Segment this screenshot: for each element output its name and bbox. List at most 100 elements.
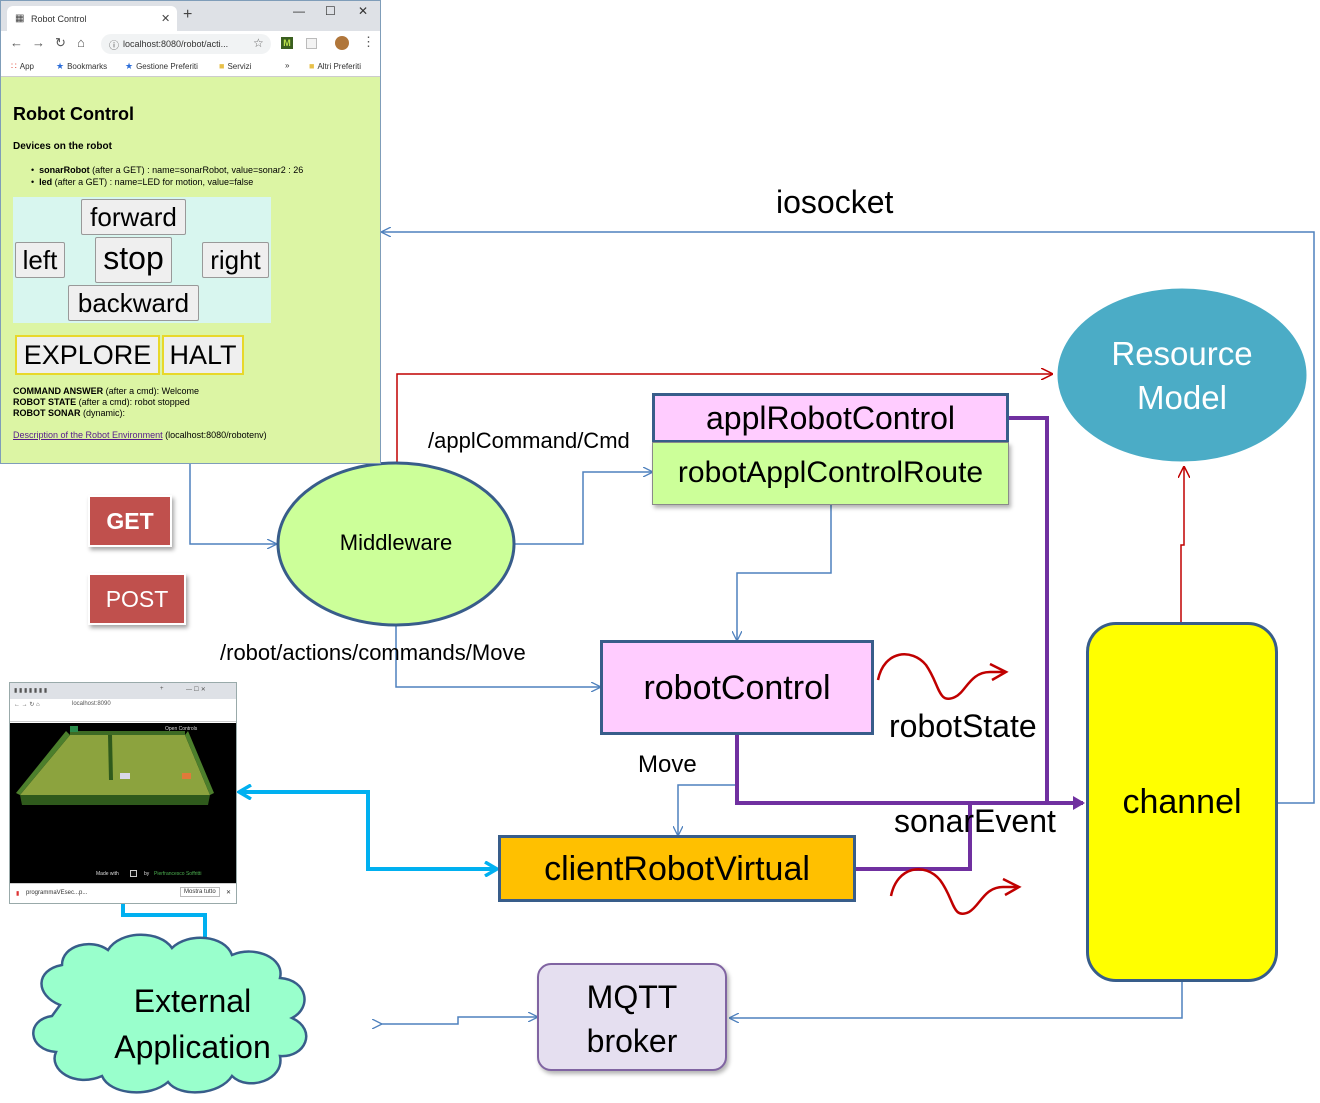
virtual-to-client-connector <box>240 792 496 869</box>
devices-title: Devices on the robot <box>13 141 112 152</box>
virtual-tab-bar: ▮ ▮ ▮ ▮ ▮ ▮ ▮ + — ☐ ✕ <box>10 683 236 699</box>
reload-icon[interactable]: ↻ <box>55 35 66 50</box>
tab-title: Robot Control <box>31 14 87 24</box>
home-icon[interactable]: ⌂ <box>77 35 85 50</box>
menu-icon[interactable]: ⋮ <box>362 34 375 49</box>
bookmark-servizi[interactable]: ■Servizi <box>219 61 252 71</box>
browser-tab[interactable]: ▦ Robot Control ✕ <box>7 6 177 31</box>
new-tab-icon[interactable]: + <box>183 6 193 23</box>
environment-link[interactable]: Description of the Robot Environment <box>13 430 163 440</box>
by-label: by <box>144 871 150 877</box>
iosocket-connector <box>382 232 1315 804</box>
star-icon: ★ <box>125 61 134 71</box>
open-controls-label[interactable]: Open Controls <box>165 726 198 732</box>
forward-button[interactable]: forward <box>81 199 186 235</box>
bookmarks-overflow[interactable]: » <box>285 61 290 70</box>
appl-to-channel-connector <box>1009 416 1049 803</box>
middleware-to-appl-connector <box>514 472 652 545</box>
star-icon: ★ <box>56 61 65 71</box>
halt-button[interactable]: HALT <box>162 335 244 375</box>
robotstate-squiggle-icon <box>876 653 1009 700</box>
sonar-event-label: sonarEvent <box>894 803 1056 839</box>
address-bar[interactable]: ⓘ localhost:8080/robot/acti... ☆ <box>101 34 271 54</box>
robotcontrol-to-channel-connector <box>735 735 1085 810</box>
browser-tab-bar: ▦ Robot Control ✕ + — ☐ ✕ <box>1 1 380 31</box>
left-button[interactable]: left <box>15 242 65 278</box>
appl-command-route-label: /applCommand/Cmd <box>428 428 630 453</box>
browser-nav-bar: ← → ↻ ⌂ ⓘ localhost:8080/robot/acti... ☆… <box>1 31 380 57</box>
browser-to-middleware-connector <box>189 464 276 544</box>
virtual-tabs-icon[interactable]: ▮ ▮ ▮ ▮ ▮ ▮ ▮ <box>14 688 48 694</box>
get-badge: GET <box>88 495 172 547</box>
middleware-to-resource-connector <box>396 374 1052 464</box>
virtual-window-controls-icon[interactable]: — ☐ ✕ <box>186 687 206 693</box>
route-to-robotcontrol-connector <box>737 505 832 640</box>
show-all-button[interactable]: Mostra tutto <box>180 887 220 897</box>
channel-to-mqtt-connector <box>730 982 1183 1018</box>
external-mqtt-connector <box>381 1017 537 1024</box>
bookmark-altri[interactable]: ■Altri Preferiti <box>309 61 361 71</box>
address-url: localhost:8080/robot/acti... <box>123 39 229 49</box>
iosocket-label: iosocket <box>776 184 894 220</box>
folder-icon: ■ <box>309 61 315 71</box>
close-tab-icon[interactable]: ✕ <box>161 13 171 25</box>
bookmark-star-icon[interactable]: ☆ <box>253 36 264 50</box>
virtual-scene[interactable]: Open Controls Made with by Pierfrancesco… <box>10 723 236 883</box>
bookmark-bookmarks[interactable]: ★Bookmarks <box>56 61 108 71</box>
resource-model-node-shape <box>1054 285 1310 465</box>
avatar[interactable] <box>335 36 349 50</box>
close-downloads-icon[interactable]: ✕ <box>226 890 232 896</box>
appl-robot-control-node: applRobotControl <box>652 393 1009 443</box>
resource-model-line-1: Resource <box>1111 335 1253 372</box>
virtual-nav-icons[interactable]: ← → ↻ ⌂ <box>14 702 40 708</box>
back-icon[interactable]: ← <box>10 35 23 50</box>
virtual-address[interactable]: localhost:8090 <box>72 701 111 707</box>
external-application-label: External Application <box>40 978 345 1070</box>
external-application-cloud-shape <box>32 933 308 1094</box>
minimize-icon[interactable]: — <box>293 4 305 18</box>
virtual-room-graphic <box>16 726 214 805</box>
extension-icon[interactable] <box>306 38 317 49</box>
bookmark-apps[interactable]: ∷App <box>11 61 34 71</box>
apps-grid-icon: ∷ <box>11 61 17 71</box>
download-file[interactable]: programmaVEsec...p... <box>26 890 88 896</box>
middleware-label: Middleware <box>339 530 453 555</box>
device-item-sonar: • sonarRobot (after a GET) : name=sonarR… <box>31 165 304 175</box>
backward-button[interactable]: backward <box>68 285 199 321</box>
virtual-nav-bar: ← → ↻ ⌂ localhost:8090 <box>10 699 236 711</box>
right-button[interactable]: right <box>202 242 269 278</box>
post-badge: POST <box>88 573 186 625</box>
move-connector <box>678 784 737 835</box>
author-link[interactable]: Pierfrancesco Soffritti <box>154 871 202 877</box>
virtual-robot-window: ▮ ▮ ▮ ▮ ▮ ▮ ▮ + — ☐ ✕ ← → ↻ ⌂ localhost:… <box>9 682 237 904</box>
robot-actions-route-label: /robot/actions/commands/Move <box>220 640 526 665</box>
virtual-bookmarks-bar <box>10 711 236 722</box>
robot-state-status: ROBOT STATE (after a cmd): robot stopped <box>13 397 190 407</box>
explore-button[interactable]: EXPLORE <box>15 335 160 375</box>
device-item-led: • led (after a GET) : name=LED for motio… <box>31 177 254 187</box>
three-js-logo-icon <box>130 870 137 877</box>
forward-nav-icon[interactable]: → <box>32 35 45 50</box>
stop-button[interactable]: stop <box>95 237 172 283</box>
page-icon: ▦ <box>15 13 25 24</box>
maximize-icon[interactable]: ☐ <box>325 4 336 18</box>
move-label: Move <box>638 751 697 778</box>
external-line-1: External <box>133 983 252 1019</box>
robot-control-node: robotControl <box>600 640 874 735</box>
mqtt-line-2: broker <box>586 1023 678 1059</box>
virtual-new-tab-icon[interactable]: + <box>160 686 164 692</box>
bookmarks-bar: ∷App ★Bookmarks ★Gestione Preferiti ■Ser… <box>1 57 380 77</box>
robot-control-browser-window: ▦ Robot Control ✕ + — ☐ ✕ ← → ↻ ⌂ ⓘ loca… <box>0 0 381 464</box>
mqtt-line-1: MQTT <box>586 979 678 1015</box>
extension-m-icon[interactable]: M <box>281 37 293 49</box>
close-window-icon[interactable]: ✕ <box>358 4 369 18</box>
pdf-icon: ▮ <box>16 891 20 897</box>
middleware-to-robotcontrol-connector <box>395 625 600 687</box>
middleware-node-shape <box>276 461 516 627</box>
command-answer-status: COMMAND ANSWER (after a cmd): Welcome <box>13 386 200 396</box>
bookmark-gestione[interactable]: ★Gestione Preferiti <box>125 61 198 71</box>
channel-to-resource-connector <box>1181 467 1184 622</box>
client-robot-virtual-node: clientRobotVirtual <box>498 835 856 902</box>
environment-link-row: Description of the Robot Environment (lo… <box>13 430 267 440</box>
